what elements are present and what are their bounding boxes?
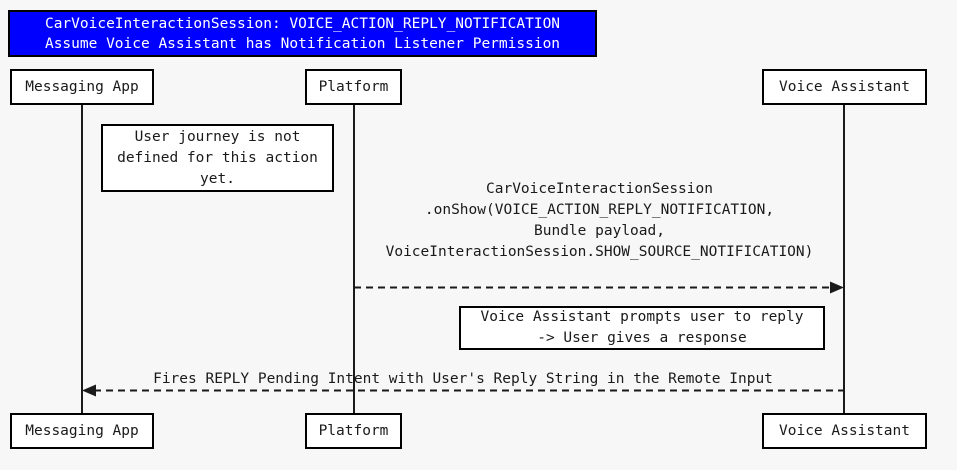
message-onshow-arrowhead [830,281,844,294]
participant-footer-messaging-app[interactable]: Messaging App [10,413,154,449]
diagram-title-line-1: CarVoiceInteractionSession: VOICE_ACTION… [44,15,561,32]
participant-footer-voice-assistant-label: Voice Assistant [779,423,910,439]
participant-header-messaging-app-label: Messaging App [25,79,139,95]
message-onshow-line-4: VoiceInteractionSession.SHOW_SOURCE_NOTI… [385,244,814,260]
participant-footer-platform-label: Platform [318,423,389,439]
participant-header-platform-label: Platform [318,79,389,95]
note-voice-prompt-line-1: Voice Assistant prompts user to reply [480,309,804,325]
message-onshow-label: CarVoiceInteractionSession .onShow(VOICE… [355,179,844,263]
participant-footer-platform[interactable]: Platform [305,413,402,449]
participant-header-messaging-app[interactable]: Messaging App [10,69,154,105]
message-reply-intent-arrow [82,384,844,397]
participant-footer-messaging-app-label: Messaging App [25,423,139,439]
diagram-title-line-2: Assume Voice Assistant has Notification … [44,35,561,52]
message-onshow-arrow [354,281,844,294]
lifeline-messaging-app [81,104,83,413]
diagram-title-box: CarVoiceInteractionSession: VOICE_ACTION… [8,10,597,57]
message-onshow-line-2: .onShow(VOICE_ACTION_REPLY_NOTIFICATION, [424,202,775,218]
message-onshow-line-3: Bundle payload, [534,223,665,239]
note-voice-prompt-line-2: -> User gives a response [537,330,747,346]
participant-header-voice-assistant-label: Voice Assistant [779,79,910,95]
note-user-journey-line-2: defined for this action [117,149,318,166]
message-onshow-line-1: CarVoiceInteractionSession [486,181,713,197]
note-user-journey-line-3: yet. [200,170,235,187]
lifeline-platform [353,104,355,413]
participant-footer-voice-assistant[interactable]: Voice Assistant [762,413,927,449]
participant-header-platform[interactable]: Platform [305,69,402,105]
participant-header-voice-assistant[interactable]: Voice Assistant [762,69,927,105]
note-voice-prompt: Voice Assistant prompts user to reply ->… [459,306,825,350]
lifeline-voice-assistant [843,104,845,413]
note-user-journey: User journey is not defined for this act… [101,124,334,192]
note-user-journey-line-1: User journey is not [134,128,301,145]
message-reply-intent-arrowhead [82,384,96,397]
